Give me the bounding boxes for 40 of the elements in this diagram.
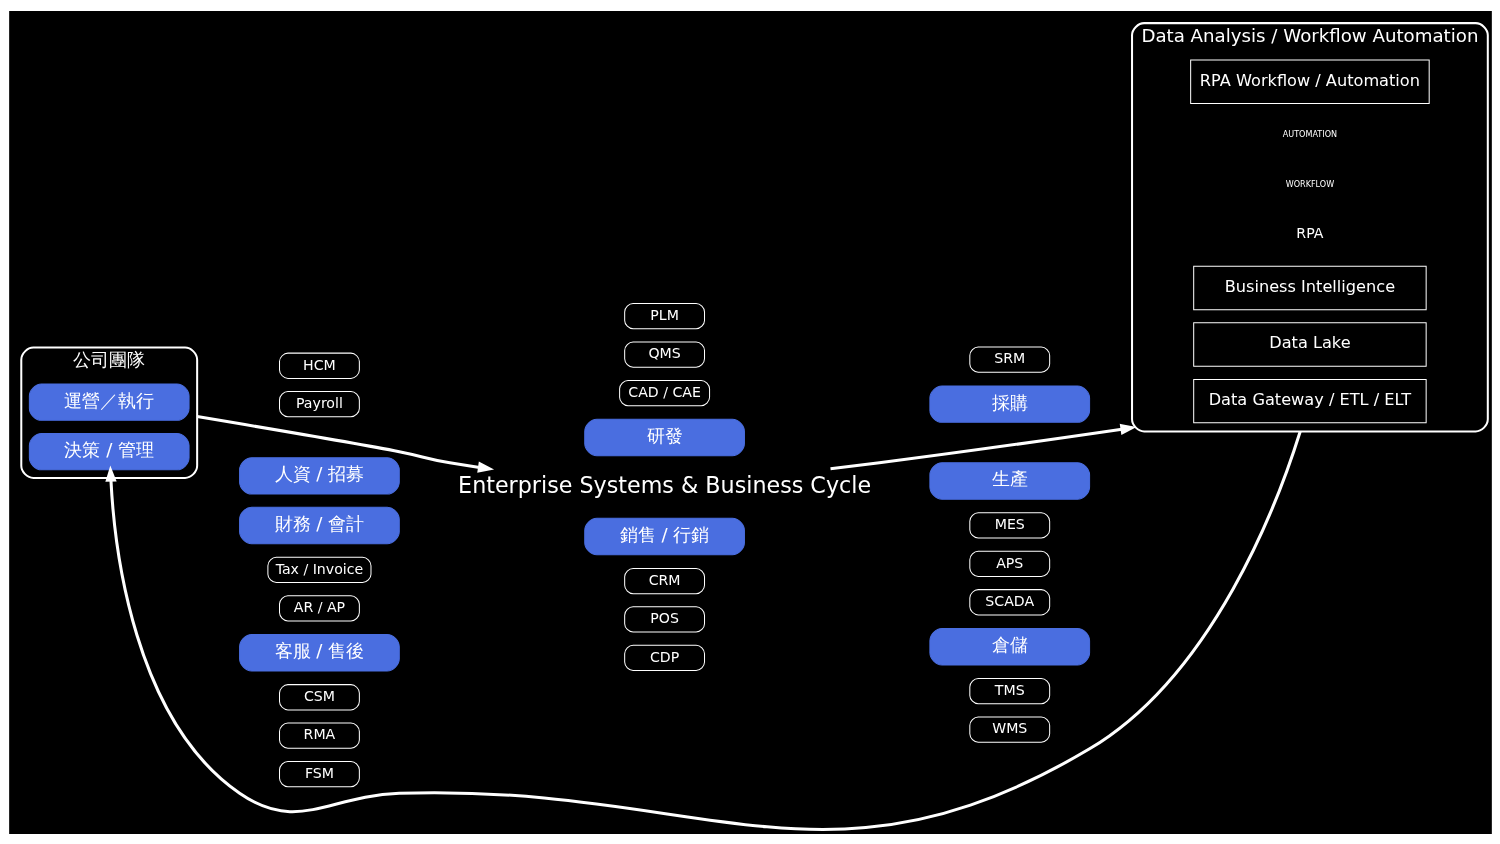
node-box: CAD / CAE — [618, 379, 710, 406]
node-box: 採購 — [928, 384, 1090, 423]
node-box: RMA — [278, 722, 360, 749]
node-box: SRM — [968, 346, 1050, 373]
node-box: CDP — [623, 644, 705, 671]
node-box: Business Intelligence — [1192, 265, 1427, 310]
node-box: CRM — [623, 567, 705, 594]
node-box: Data Lake — [1192, 321, 1427, 367]
node-box: 客服 / 售後 — [238, 633, 400, 671]
node-box: APS — [968, 550, 1050, 577]
node-box: AR / AP — [278, 594, 360, 621]
arrow — [104, 430, 1302, 831]
node-box: 銷售 / 行銷 — [583, 517, 745, 555]
node-box: POS — [623, 605, 705, 633]
node-box: 人資 / 招募 — [238, 456, 400, 495]
node-box: 研發 — [583, 418, 745, 456]
node-box: SCADA — [968, 588, 1050, 615]
node-box: Payroll — [278, 390, 360, 417]
node-box: MES — [968, 511, 1050, 539]
node-box: HCM — [278, 352, 360, 379]
node-box: Data Gateway / ETL / ELT — [1192, 378, 1427, 423]
node-box: RPA Workflow / Automation — [1189, 59, 1430, 104]
label: WORKFLOW — [1285, 178, 1334, 189]
node-box: 倉儲 — [928, 627, 1090, 665]
node-box: FSM — [278, 760, 360, 787]
node-box: QMS — [623, 341, 705, 368]
arrow — [196, 414, 494, 473]
node-box: PLM — [623, 302, 705, 329]
node-box: CSM — [278, 683, 360, 710]
node-text: Enterprise Systems & Business Cycle — [457, 471, 871, 498]
node-box: 生產 — [928, 461, 1090, 500]
node-box: 運營／執行 — [28, 382, 190, 421]
node-box: TMS — [968, 677, 1050, 704]
node-box: 決策 / 管理 — [28, 432, 190, 470]
label: RPA — [1295, 224, 1323, 241]
node-box: 財務 / 會計 — [238, 506, 400, 544]
arrow — [829, 423, 1137, 470]
label: AUTOMATION — [1282, 128, 1337, 139]
node-box: Tax / Invoice — [266, 556, 371, 583]
node-box: WMS — [968, 715, 1050, 743]
